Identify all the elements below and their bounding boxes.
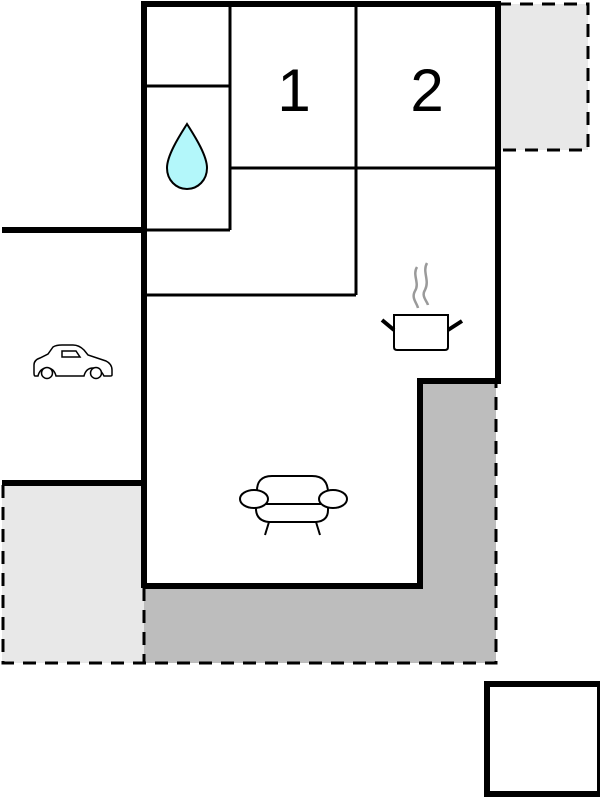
- water-drop-icon: [165, 122, 209, 191]
- outbuilding: [484, 681, 600, 797]
- terrace-top-right-outline: [498, 2, 590, 152]
- terrace-outline: [1, 381, 498, 665]
- exterior-wall: [141, 1, 501, 589]
- sofa-icon: [239, 475, 348, 536]
- terrace-bottom-left: [2, 483, 144, 663]
- interior-walls: [144, 4, 498, 297]
- terrace-bottom: [144, 381, 496, 663]
- cooking-pot-icon: [380, 262, 464, 351]
- room-label-1: 1: [277, 57, 310, 124]
- car-icon: [33, 344, 113, 380]
- terrace-top-right: [498, 4, 588, 150]
- room-label-2: 2: [410, 57, 443, 124]
